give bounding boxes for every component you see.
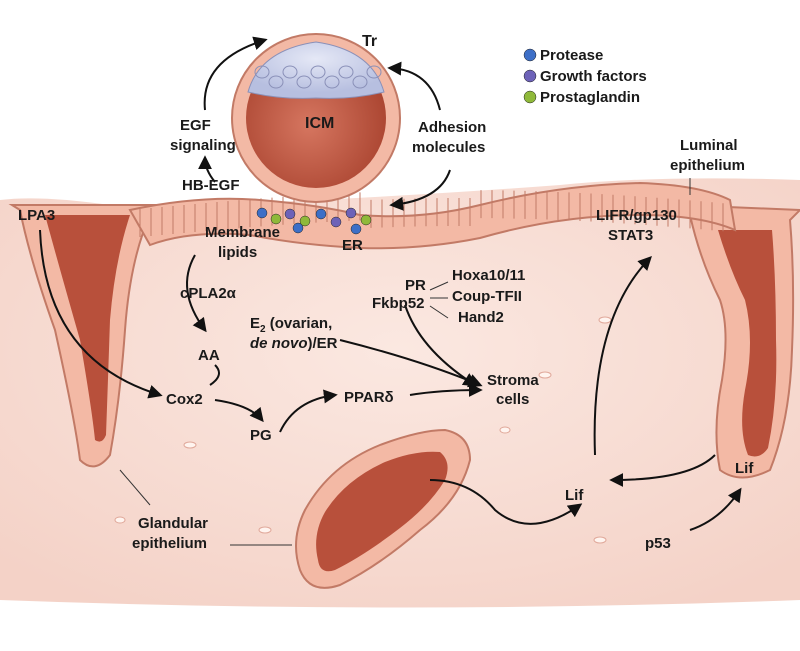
luminal-epithelium [128, 181, 737, 250]
label-egf-2: signaling [170, 137, 236, 154]
arrow-lif-to-lifr [593, 255, 652, 456]
label-adhesion-2: molecules [412, 139, 485, 156]
luminal-cell-divisions [139, 190, 724, 238]
molecule-cluster [256, 207, 372, 235]
labels: Tr ICM EGF signaling Adhesion molecules … [18, 33, 754, 552]
label-lifr-1: LIFR/gp130 [596, 207, 677, 224]
arrow-lif-right-to-lif [609, 454, 716, 487]
label-glandular-2: epithelium [132, 535, 207, 552]
label-lif-left: Lif [565, 487, 584, 504]
right-gland [677, 203, 800, 479]
arrow-aa-to-cox2 [209, 364, 220, 386]
blastocyst [231, 33, 401, 203]
arrow-lpa3-to-cox2 [39, 229, 163, 399]
arrow-gland-to-lif [429, 479, 583, 525]
label-stroma-2: cells [496, 391, 529, 408]
legend-protease-dot [523, 48, 537, 62]
arrow-membrane-to-aa [186, 254, 207, 333]
label-p53: p53 [645, 535, 671, 552]
label-tr: Tr [362, 33, 377, 50]
legend-growth-factors-label: Growth factors [540, 68, 647, 85]
label-cpla2: cPLA2α [180, 285, 237, 302]
arrow-ppar-to-stroma [409, 383, 483, 398]
label-membrane-1: Membrane [205, 224, 280, 241]
legend-protease-label: Protease [540, 47, 603, 64]
label-pg: PG [250, 427, 272, 444]
connector-lines [119, 178, 691, 546]
label-adhesion-1: Adhesion [418, 119, 486, 136]
label-membrane-2: lipids [218, 244, 257, 261]
label-fkbp52: Fkbp52 [372, 295, 425, 312]
arrow-pg-to-ppar [279, 389, 338, 433]
label-luminal-1: Luminal [680, 137, 738, 154]
label-egf-1: EGF [180, 117, 211, 134]
label-aa: AA [198, 347, 220, 364]
legend-growth-factors-dot [523, 69, 537, 83]
legend: Protease Growth factors Prostaglandin [523, 47, 647, 106]
label-e2-line2: de novo)/ER [250, 335, 338, 352]
arrow-adhesion-to-tr [387, 61, 441, 111]
label-e2: E2 (ovarian, [250, 315, 332, 335]
label-hb-egf: HB-EGF [182, 177, 240, 194]
arrow-cox2-to-pg [214, 399, 264, 423]
arrow-hbegf-to-egf [198, 155, 216, 183]
stromal-cells [114, 316, 612, 544]
label-pr: PR [405, 277, 426, 294]
label-stroma-1: Stroma [487, 372, 539, 389]
left-gland [8, 204, 163, 468]
legend-prostaglandin-dot [523, 90, 537, 104]
label-glandular-1: Glandular [138, 515, 208, 532]
label-er-top: ER [342, 237, 363, 254]
stroma-tissue [0, 178, 800, 608]
arrow-adhesion-to-er [389, 169, 451, 211]
label-ppar: PPARδ [344, 389, 394, 406]
arrow-egf-to-tr [203, 36, 268, 111]
label-hoxa: Hoxa10/11 [452, 267, 525, 284]
arrow-pr-to-stroma [404, 304, 478, 387]
center-gland [295, 428, 472, 589]
label-coup: Coup-TFII [452, 288, 522, 305]
label-luminal-2: epithelium [670, 157, 745, 174]
label-lif-right: Lif [735, 460, 754, 477]
arrow-p53-to-lif [689, 487, 742, 531]
label-hand2: Hand2 [458, 309, 504, 326]
arrows [39, 36, 742, 531]
label-lifr-2: STAT3 [608, 227, 653, 244]
legend-prostaglandin-label: Prostaglandin [540, 89, 640, 106]
label-icm: ICM [305, 115, 334, 132]
label-lpa3: LPA3 [18, 207, 55, 224]
label-cox2: Cox2 [166, 391, 203, 408]
